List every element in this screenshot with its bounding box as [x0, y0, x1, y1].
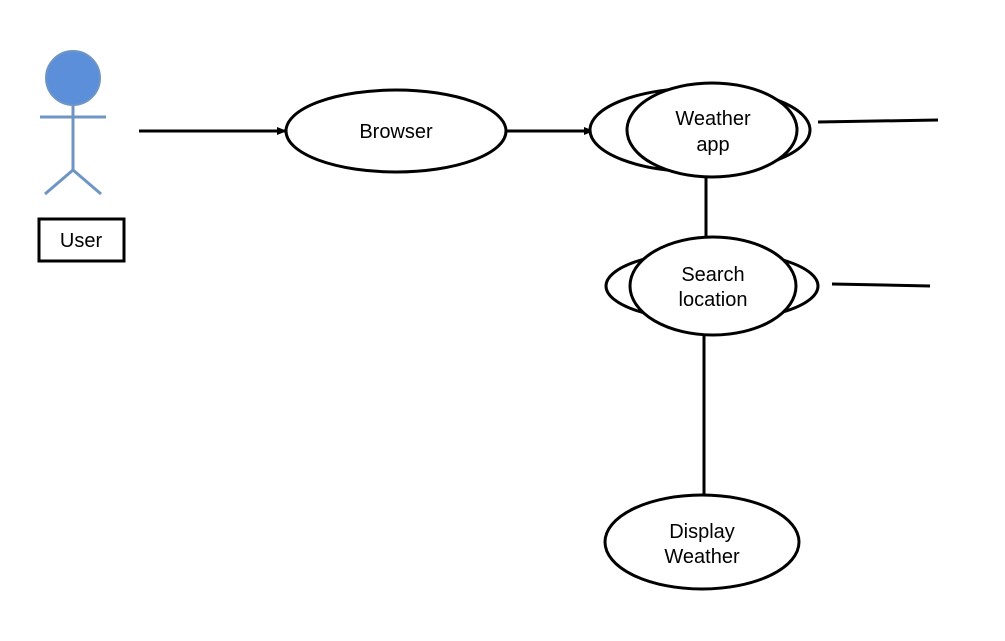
actor-head [45, 50, 101, 106]
node-display-weather: Display Weather [603, 493, 801, 591]
edge-weather-app-right [817, 118, 939, 124]
node-search-location: Search location [604, 235, 820, 337]
node-browser: Browser [284, 88, 508, 174]
search-location-inner-ellipse [628, 235, 798, 337]
weather-app-label-line2: app [696, 134, 729, 156]
node-weather-app: Weather app [588, 81, 812, 179]
display-weather-label-line1: Display [669, 521, 735, 543]
user-label-box: User [37, 217, 126, 263]
user-label-frame [37, 217, 126, 263]
search-location-label-line1: Search [681, 264, 744, 286]
browser-label: Browser [359, 121, 433, 143]
user-actor [40, 50, 106, 196]
weather-app-label-line1: Weather [675, 108, 751, 130]
user-label: User [60, 230, 103, 252]
display-weather-label-line2: Weather [664, 546, 740, 568]
search-location-label-line2: location [679, 289, 748, 311]
display-weather-ellipse [603, 493, 801, 591]
weather-app-inner-ellipse [625, 81, 799, 179]
edge-search-location-right [831, 282, 931, 288]
actor-right-leg [72, 168, 102, 196]
actor-left-leg [44, 168, 74, 196]
browser-ellipse [284, 88, 508, 174]
